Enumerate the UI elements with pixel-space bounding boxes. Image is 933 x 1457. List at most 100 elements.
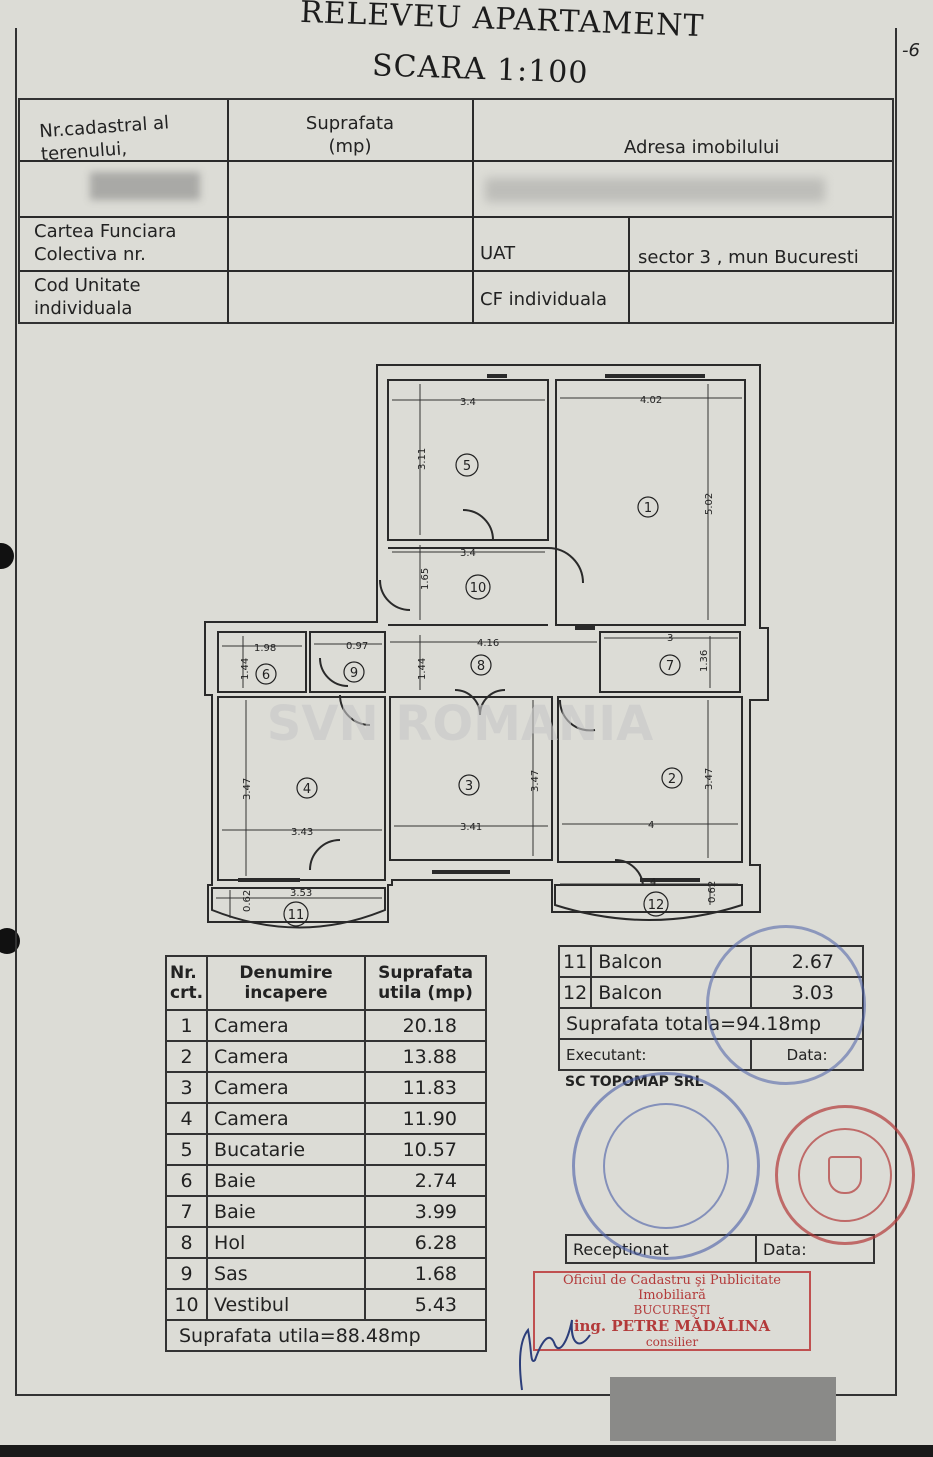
- dim-r7-height: 1.36: [699, 650, 710, 672]
- room-name: Camera: [206, 1009, 367, 1042]
- dim-b11-height: 0.62: [242, 890, 253, 912]
- stamp-office: Oficiul de Cadastru şi Publicitate Imobi…: [562, 1273, 781, 1303]
- dim-r6-width: 1.98: [254, 643, 276, 654]
- room-name: Bucatarie: [206, 1133, 367, 1166]
- dim-r2-height: 3.47: [704, 768, 715, 790]
- rooms-table: Nr. crt. Denumire incapere Suprafata uti…: [164, 955, 487, 1352]
- page-border: [15, 28, 897, 1396]
- room-nr: 5: [164, 1133, 209, 1166]
- room-area: 11.90: [364, 1102, 487, 1135]
- cf-individual-label: CF individuala: [480, 289, 608, 310]
- room-area: 10.57: [364, 1133, 487, 1166]
- room-nr: 2: [164, 1040, 209, 1073]
- ministry-stamp: [572, 1072, 760, 1260]
- room-nr: 4: [164, 1102, 209, 1135]
- watermark-logo: SVN ROMANIA: [267, 696, 653, 752]
- dim-r3-height: 3.47: [530, 770, 541, 792]
- dim-r5-width: 3.4: [460, 397, 476, 408]
- surface-label: Suprafata (mp): [305, 113, 395, 157]
- room-number-1: 1: [644, 501, 652, 516]
- redacted-area: [610, 1377, 836, 1441]
- room-nr: 8: [164, 1226, 209, 1259]
- room-area: 20.18: [364, 1009, 487, 1042]
- room-number-8: 8: [477, 659, 485, 674]
- dim-r9-width: 0.97: [346, 641, 368, 652]
- room-name: Camera: [206, 1040, 367, 1073]
- room-area: 3.99: [364, 1195, 487, 1228]
- balcony-nr: 12: [557, 976, 593, 1009]
- room-name: Vestibul: [206, 1288, 367, 1321]
- floor-plan: 3.4 3.11 4.02 5.02 3.4 1.65 1.98 1.44 0.…: [204, 364, 769, 929]
- room-nr: 1: [164, 1009, 209, 1042]
- dim-r8-width: 4.16: [477, 638, 499, 649]
- col-header-name: Denumire incapere: [206, 955, 367, 1011]
- room-nr: 6: [164, 1164, 209, 1197]
- room-area: 6.28: [364, 1226, 487, 1259]
- room-name: Baie: [206, 1195, 367, 1228]
- punch-hole: [0, 543, 14, 569]
- room-number-4: 4: [303, 782, 311, 797]
- dim-r2-width: 4: [648, 820, 654, 831]
- room-nr: 10: [164, 1288, 209, 1321]
- room-number-9: 9: [350, 666, 358, 681]
- room-area: 2.74: [364, 1164, 487, 1197]
- unit-code-label: Cod Unitate individuala: [34, 275, 141, 319]
- room-area: 13.88: [364, 1040, 487, 1073]
- stamp-city: BUCUREŞTI: [633, 1303, 711, 1317]
- room-number-6: 6: [262, 668, 270, 683]
- dim-r3-width: 3.41: [460, 822, 482, 833]
- room-nr: 3: [164, 1071, 209, 1104]
- col-header-nr: Nr. crt.: [164, 955, 209, 1011]
- dim-r10-width: 3.4: [460, 548, 476, 559]
- dim-r1-width: 4.02: [640, 395, 662, 406]
- room-number-10: 10: [470, 581, 487, 596]
- signature: [519, 1319, 591, 1391]
- official-stamp: Oficiul de Cadastru şi Publicitate Imobi…: [533, 1271, 811, 1351]
- dim-r8-height: 1.44: [417, 658, 428, 680]
- room-area: 1.68: [364, 1257, 487, 1290]
- dim-r7-width: 3: [667, 633, 673, 644]
- room-name: Camera: [206, 1071, 367, 1104]
- room-name: Baie: [206, 1164, 367, 1197]
- cadastre-seal-stamp: [775, 1105, 915, 1245]
- room-number-7: 7: [666, 659, 674, 674]
- uat-value: sector 3 , mun Bucuresti: [638, 247, 859, 268]
- room-name: Camera: [206, 1102, 367, 1135]
- dim-b12-height: 0.62: [707, 881, 718, 903]
- header-table: Nr.cadastral al terenului, Suprafata (mp…: [18, 98, 894, 324]
- room-name: Hol: [206, 1226, 367, 1259]
- dim-b12-width: 4: [650, 877, 656, 888]
- room-number-5: 5: [463, 459, 471, 474]
- room-nr: 9: [164, 1257, 209, 1290]
- dim-r1-height: 5.02: [704, 493, 715, 515]
- room-area: 5.43: [364, 1288, 487, 1321]
- dim-r4-width: 3.43: [291, 827, 313, 838]
- dim-r6-height: 1.44: [240, 658, 251, 680]
- redacted-address: [485, 178, 825, 202]
- stamp-role: consilier: [645, 1335, 699, 1349]
- dim-r5-height: 3.11: [417, 448, 428, 470]
- dim-r4-height: 3.47: [242, 778, 253, 800]
- col-header-area: Suprafata utila (mp): [364, 955, 487, 1011]
- coat-of-arms-icon: [828, 1156, 862, 1194]
- room-area: 11.83: [364, 1071, 487, 1104]
- redacted-cadastral: [90, 172, 200, 200]
- address-label: Adresa imobilului: [624, 137, 780, 158]
- corner-mark: -6: [902, 40, 920, 61]
- balcony-nr: 11: [557, 945, 593, 978]
- dim-r10-height: 1.65: [420, 568, 431, 590]
- dim-b11-width: 3.53: [290, 888, 312, 899]
- room-number-3: 3: [465, 779, 473, 794]
- useful-area-total: Suprafata utila=88.48mp: [165, 1319, 487, 1352]
- cf-collective-label: Cartea Funciara Colectiva nr.: [34, 221, 177, 265]
